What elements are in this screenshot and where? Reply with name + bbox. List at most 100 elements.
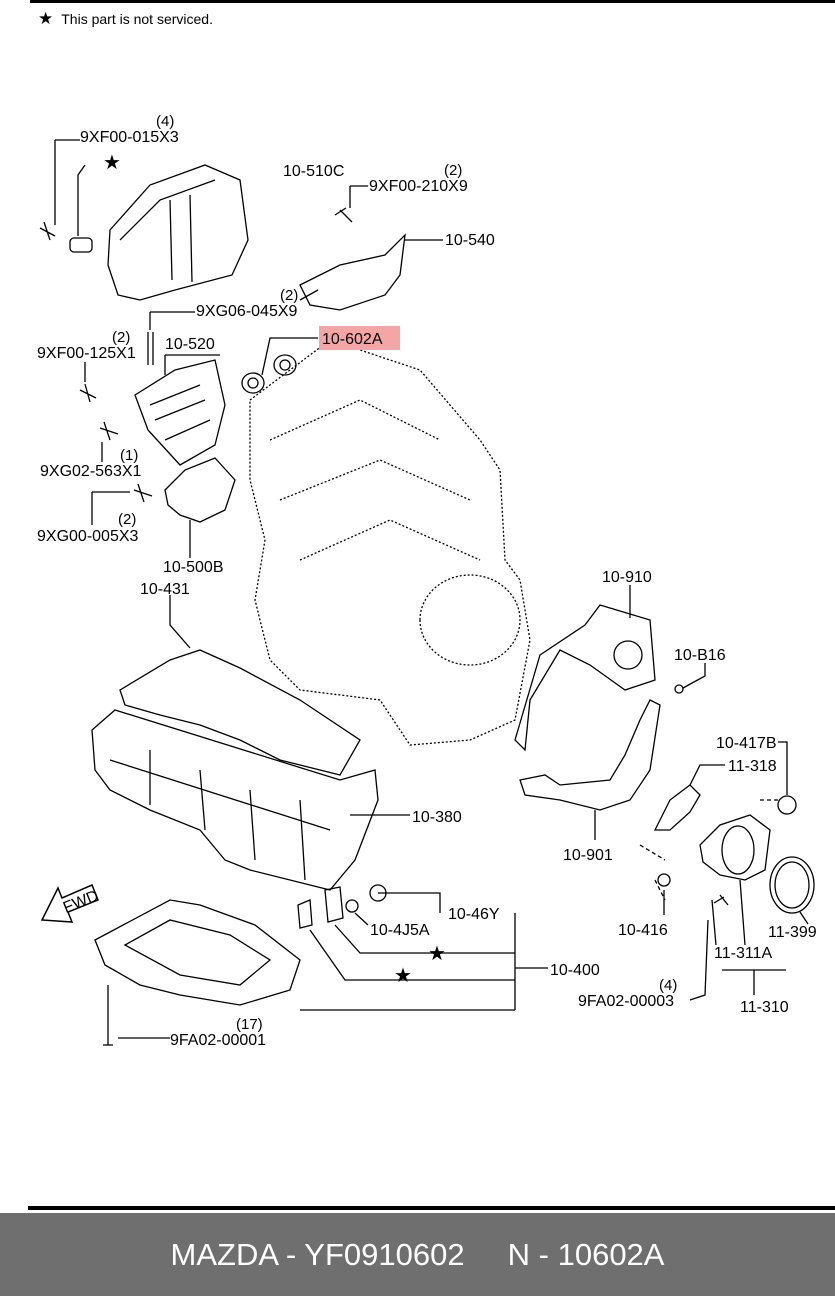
engine-block-detail (269, 399, 521, 666)
label-10-380: 10-380 (412, 809, 462, 826)
leader-9xf00-210x9 (349, 185, 368, 208)
timing-cover (107, 164, 249, 301)
label-10-510c: 10-510C (283, 163, 344, 180)
label-10-417b: 10-417B (716, 735, 777, 752)
gasket-10-431 (119, 649, 361, 776)
qty-9xg02-563x1: (1) (120, 447, 138, 464)
seal-ring-1-inner (279, 359, 291, 371)
footer-text: MAZDA - YF0910602 N - 10602A (170, 1236, 665, 1272)
highlight-box (319, 326, 400, 350)
label-10-520: 10-520 (165, 336, 215, 353)
label-10-416: 10-416 (618, 922, 668, 939)
plate-11-318 (653, 784, 701, 831)
engine-mount-detail (149, 384, 211, 441)
oil-pan-upper (91, 709, 379, 891)
top-border (30, 0, 835, 3)
bolt-9xg02-563x1 (99, 421, 119, 441)
bolt-9fa02-00003 (713, 894, 729, 906)
qty-9xg06-045x9: (2) (280, 287, 298, 304)
qty-9xg00-005x3: (2) (118, 511, 136, 528)
leader-10-400 (300, 913, 548, 1011)
leader-10-417b (778, 741, 788, 795)
drain-bracket-left (297, 899, 313, 929)
ring-10-416 (657, 873, 671, 887)
leader-10-431 (169, 595, 191, 649)
oil-pan-upper-ribs (109, 750, 331, 881)
drain-bracket-right (324, 886, 344, 923)
leader-10-520 (164, 354, 220, 375)
label-9xf00-210x9: 9XF00-210X9 (369, 178, 468, 195)
label-9fa02-00001: 9FA02-00001 (170, 1032, 266, 1049)
label-10-540: 10-540 (445, 232, 495, 249)
leader-9xf00-015x3 (54, 139, 80, 225)
washer (345, 899, 359, 913)
pin-10-b16 (674, 684, 684, 694)
oil-pan-lower (94, 899, 301, 1006)
leader-9xg06 (149, 311, 195, 330)
leader-11-311a (711, 879, 746, 946)
label-9xg06-045x9: 9XG06-045X9 (196, 303, 298, 320)
label-10-602a: 10-602A (322, 331, 383, 348)
gasket-10-910-hole (613, 640, 643, 670)
qty-9fa02-00001: (17) (236, 1016, 263, 1033)
leader-11-318 (689, 764, 725, 786)
seal-housing (699, 814, 771, 881)
label-9xg00-005x3: 9XG00-005X3 (37, 528, 139, 545)
footer-bar: MAZDA - YF0910602 N - 10602A (0, 1213, 835, 1296)
legend-note-text: This part is not serviced. (61, 10, 213, 27)
star-icon: ★ (38, 9, 54, 28)
seal-housing-bore (721, 825, 755, 875)
seal-11-399-inner (774, 861, 810, 909)
star-icon: ★ (394, 963, 412, 987)
qty-9fa02-00003: (4) (659, 977, 677, 994)
dowel (69, 237, 93, 253)
bottom-border (28, 1206, 835, 1210)
guide-dashes (639, 844, 666, 901)
label-10-431: 10-431 (140, 581, 190, 598)
seal-ring-1 (273, 354, 297, 376)
bolt-9xf00-125x1 (79, 383, 97, 403)
legend-note: ★ This part is not serviced. (38, 10, 213, 27)
leader-10-602a (261, 337, 318, 376)
label-11-399: 11-399 (768, 924, 817, 941)
parts-diagram: FWD (4) 9XF00-015X3 ★ 10-510C (2) 9XF00-… (37, 113, 817, 1049)
oring-10-417b (777, 795, 797, 815)
bracket-10-540 (299, 233, 406, 311)
label-10-910: 10-910 (602, 569, 652, 586)
label-10-4j5a: 10-4J5A (370, 922, 430, 939)
qty-9xf00-015x3: (4) (156, 113, 174, 130)
label-9fa02-00003: 9FA02-00003 (578, 993, 674, 1010)
cover-10-500b (164, 457, 236, 523)
seal-ring-2-inner (247, 377, 259, 389)
seal-ring-2 (241, 372, 265, 394)
seal-11-399 (769, 856, 815, 914)
label-9xg02-563x1: 9XG02-563X1 (40, 463, 142, 480)
label-10-b16: 10-B16 (674, 647, 726, 664)
timing-cover-ribs (119, 179, 216, 283)
engine-mount (134, 359, 226, 466)
label-11-311a: 11-311A (714, 945, 772, 962)
leader-9xg00 (91, 491, 130, 525)
stud (147, 332, 154, 365)
qty-9xf00-125x1: (2) (112, 329, 130, 346)
label-10-400: 10-400 (550, 962, 600, 979)
plate-10-901 (519, 699, 661, 811)
gasket-10-910 (514, 604, 656, 752)
bolt-left-top (39, 221, 56, 241)
bolt-9xg00-005x3 (133, 483, 153, 503)
label-9xf00-015x3: 9XF00-015X3 (80, 129, 179, 146)
label-9xf00-125x1: 9XF00-125X1 (37, 345, 136, 362)
bolt-9xf00-210x9 (334, 207, 353, 223)
label-10-901: 10-901 (563, 847, 613, 864)
leader-11-399 (799, 911, 809, 925)
leader-stud-right (299, 289, 319, 301)
leader-9fa02-00003 (689, 919, 709, 1001)
leader-10-b16 (682, 663, 706, 689)
leader-star-dowel (77, 164, 86, 236)
star-icon: ★ (103, 150, 121, 174)
fwd-arrow: FWD (40, 884, 101, 923)
leader-10-46y (354, 892, 441, 926)
label-11-318: 11-318 (728, 758, 777, 775)
engine-block-outline (249, 339, 531, 746)
star-icon: ★ (428, 941, 446, 965)
